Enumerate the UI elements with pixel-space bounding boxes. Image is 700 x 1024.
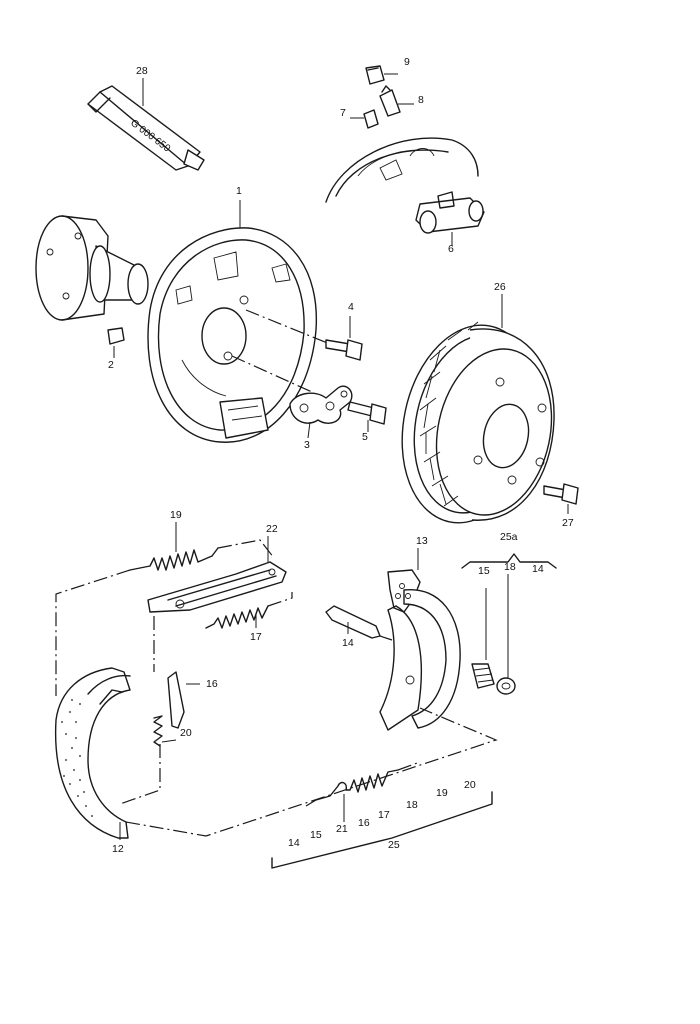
bleeder-cap-7 — [350, 109, 379, 129]
kit-25a — [461, 553, 557, 695]
brake-shoe-13 — [379, 548, 461, 731]
callout-9: 9 — [404, 56, 410, 68]
kit-25-member: 14 — [288, 837, 300, 849]
callout-21: 21 — [336, 823, 348, 835]
callout-13: 13 — [416, 535, 428, 547]
grease-tube: G 000 650 — [87, 78, 205, 171]
callout-labels: 28 9 8 7 1 6 26 4 2 3 5 27 19 22 13 25a … — [108, 56, 574, 855]
callout-1: 1 — [236, 185, 242, 197]
cap-18 — [496, 574, 516, 695]
callout-2: 2 — [108, 359, 114, 371]
backing-plate-sketch — [325, 137, 479, 203]
clip-16 — [167, 671, 200, 729]
kit-label-14: 14 — [532, 563, 544, 575]
kit-label-15: 15 — [478, 565, 490, 577]
callout-25: 25 — [388, 839, 400, 851]
callout-17: 17 — [250, 631, 262, 643]
callout-14: 14 — [342, 637, 354, 649]
callout-20: 20 — [180, 727, 192, 739]
backing-plate-1 — [147, 200, 318, 443]
callout-7: 7 — [340, 107, 346, 119]
brake-shoe-12 — [54, 667, 131, 840]
wheel-cylinder-6 — [415, 191, 485, 246]
spring-17 — [205, 605, 269, 629]
callout-26: 26 — [494, 281, 506, 293]
bolt-4 — [325, 316, 363, 361]
callout-27: 27 — [562, 517, 574, 529]
spring-20 — [153, 715, 177, 747]
stub-axle — [35, 215, 149, 321]
kit-25-member-list: 14 15 21 16 17 18 19 20 — [288, 779, 476, 849]
adjuster-plate-22 — [147, 536, 287, 613]
callout-19: 19 — [170, 509, 182, 521]
callout-3: 3 — [304, 439, 310, 451]
callout-4: 4 — [348, 301, 354, 313]
spring-15 — [471, 588, 495, 689]
bolt-5 — [347, 401, 387, 432]
callout-22: 22 — [266, 523, 278, 535]
kit-25-member: 17 — [378, 809, 390, 821]
callout-16: 16 — [206, 678, 218, 690]
callout-12: 12 — [112, 843, 124, 855]
brake-drum-26 — [401, 294, 555, 524]
callout-8: 8 — [418, 94, 424, 106]
spring-19 — [129, 522, 219, 571]
callout-28: 28 — [136, 65, 148, 77]
kit-25-member: 18 — [406, 799, 418, 811]
plate-3 — [289, 385, 353, 439]
wheel-bolt-27 — [543, 483, 579, 514]
kit-25-member: 15 — [310, 829, 322, 841]
callout-5: 5 — [362, 431, 368, 443]
bleeder-screw-9 — [365, 65, 398, 85]
nut-2 — [107, 327, 125, 358]
kit-25-member: 19 — [436, 787, 448, 799]
kit-25-member: 20 — [464, 779, 476, 791]
callout-6: 6 — [448, 243, 454, 255]
bleeder-valve-8 — [379, 85, 414, 117]
callout-25a: 25a — [500, 531, 518, 543]
pin-14 — [325, 605, 381, 639]
kit-25-member: 16 — [358, 817, 370, 829]
kit-label-18: 18 — [504, 561, 516, 573]
